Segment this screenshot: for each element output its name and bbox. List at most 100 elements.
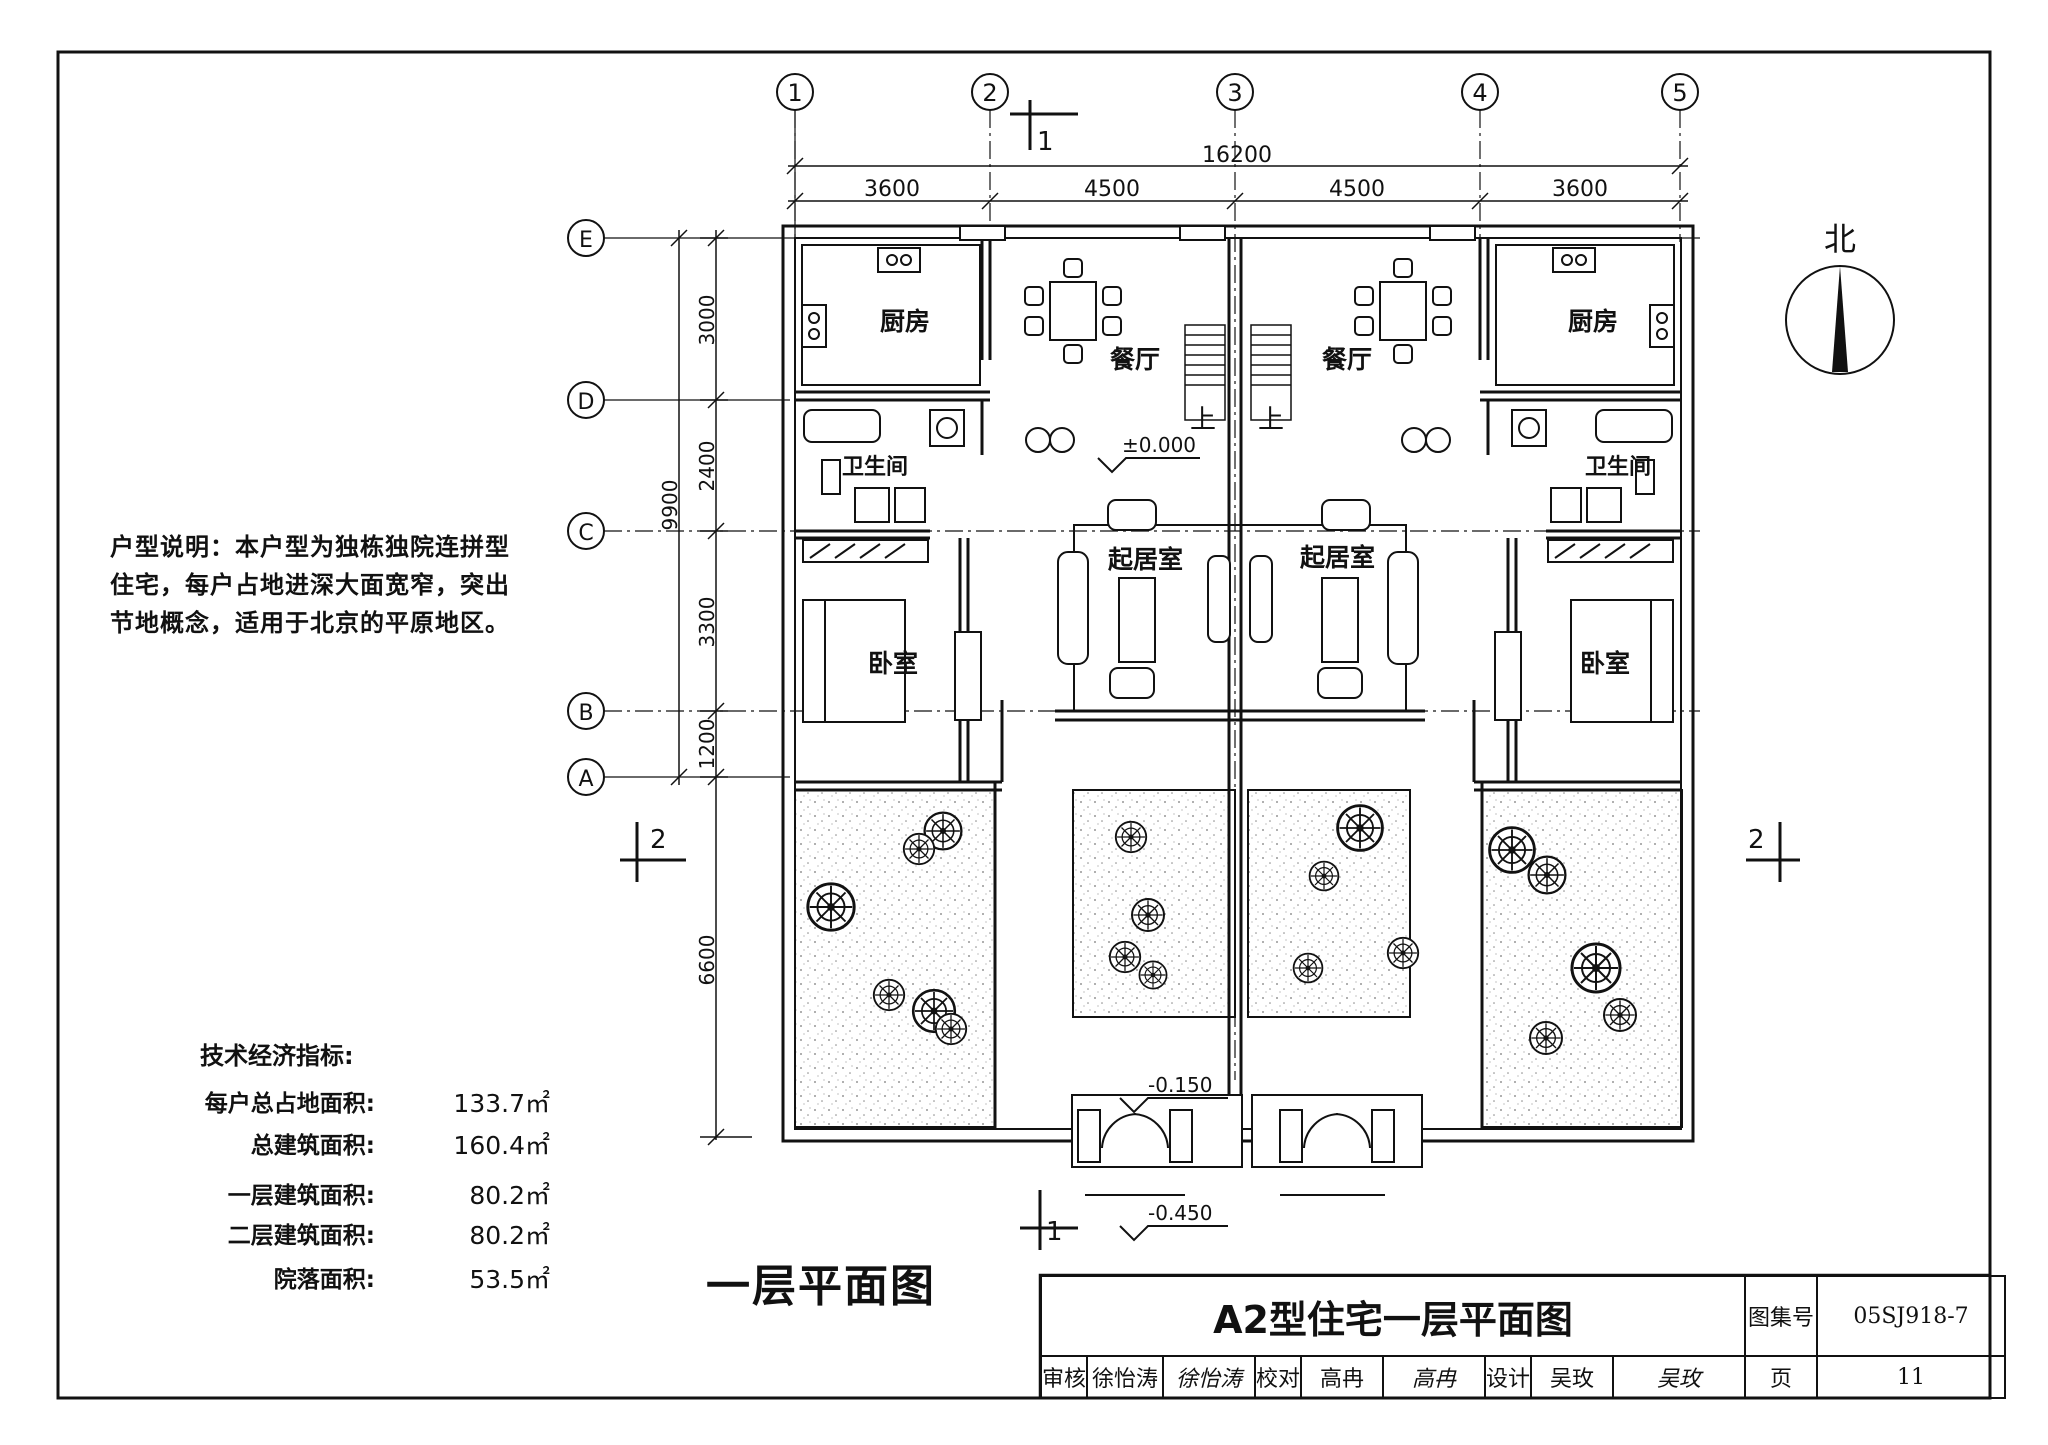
tech-row: 一层建筑面积: 80.2㎡ (140, 1176, 600, 1210)
tech-label: 每户总占地面积: (204, 1091, 375, 1117)
beds (802, 599, 1674, 723)
room-label-bedroom-right: 卧室 (1580, 649, 1630, 678)
page-label: 页 (1744, 1355, 1818, 1399)
review-signature: 徐怡涛 (1162, 1355, 1256, 1399)
dim-top-1: 3600 (864, 177, 920, 202)
tech-row: 院落面积: 53.5㎡ (140, 1260, 600, 1294)
tech-label: 二层建筑面积: (227, 1223, 375, 1249)
axis-bubble-d (567, 381, 605, 419)
check-label: 校对 (1254, 1355, 1302, 1399)
room-label-dining-left: 餐厅 (1110, 345, 1160, 374)
dim-left-2: 2400 (695, 441, 719, 492)
axis-label-e: E (579, 228, 593, 253)
walls (781, 224, 1695, 1143)
axis-bubble-1: 1 (776, 73, 814, 111)
north-arrow-icon (1785, 265, 1895, 375)
axis-label-3: 3 (1227, 79, 1242, 107)
atlas-label: 图集号 (1744, 1275, 1818, 1357)
plan-title: 一层平面图 (706, 1261, 936, 1312)
review-label: 审核 (1040, 1355, 1088, 1399)
north-label: 北 (1824, 220, 1856, 258)
section-marker-2 (620, 822, 1800, 882)
axis-bubble-5: 5 (1661, 73, 1699, 111)
axis-label-b: B (578, 701, 593, 726)
tech-row: 二层建筑面积: 80.2㎡ (140, 1216, 600, 1250)
section-marker-1-bottom (1020, 1190, 1078, 1250)
dim-top-4: 3600 (1552, 177, 1608, 202)
axis-label-5: 5 (1672, 79, 1687, 107)
top-dimensions (786, 157, 1689, 210)
kitchen-fixtures-left (801, 244, 981, 386)
section-label-2-right: 2 (1748, 825, 1765, 855)
room-label-dining-right: 餐厅 (1322, 345, 1372, 374)
review-name: 徐怡涛 (1086, 1355, 1164, 1399)
elevation-entry: -0.150 (1148, 1073, 1212, 1097)
axis-bubble-3: 3 (1216, 73, 1254, 111)
axis-label-2: 2 (982, 79, 997, 107)
dim-left-4: 1200 (695, 719, 719, 770)
dim-left-5: 6600 (695, 935, 719, 986)
dim-top-2: 4500 (1084, 177, 1140, 202)
tech-value: 53.5㎡ (469, 1265, 550, 1294)
axis-label-a: A (578, 767, 593, 792)
axis-bubble-e (567, 219, 605, 257)
room-label-bath-right: 卫生间 (1585, 455, 1651, 480)
tech-label: 院落面积: (273, 1267, 375, 1293)
design-label: 设计 (1484, 1355, 1532, 1399)
axis-bubble-b (567, 692, 605, 730)
section-label-2-left: 2 (650, 825, 667, 855)
check-name: 高冉 (1300, 1355, 1384, 1399)
room-label-kitchen-right: 厨房 (1568, 307, 1618, 336)
tech-row: 每户总占地面积: 133.7㎡ (140, 1084, 600, 1118)
tech-value: 133.7㎡ (453, 1089, 550, 1118)
left-dimensions (670, 229, 752, 1146)
page-number: 11 (1816, 1355, 2006, 1399)
dim-left-1: 3000 (695, 295, 719, 346)
tech-row: 总建筑面积: 160.4㎡ (140, 1126, 600, 1160)
axis-bubble-2: 2 (971, 73, 1009, 111)
drawing-title: A2型住宅一层平面图 (1040, 1275, 1746, 1357)
room-label-bedroom-left: 卧室 (868, 649, 918, 678)
tech-value: 160.4㎡ (453, 1131, 550, 1160)
elevation-marks (1097, 457, 1228, 1242)
elevation-floor: ±0.000 (1122, 433, 1196, 457)
kitchen-fixtures-right (1495, 244, 1675, 386)
axis-label-c: C (578, 521, 593, 546)
axis-bubble-4: 4 (1461, 73, 1499, 111)
tech-value: 80.2㎡ (469, 1181, 550, 1210)
dim-left-3: 3300 (695, 597, 719, 648)
wardrobes (802, 539, 1674, 563)
section-label-1-top: 1 (1037, 127, 1054, 157)
room-label-living-right: 起居室 (1300, 543, 1375, 572)
axis-label-1: 1 (787, 79, 802, 107)
elevation-outside: -0.450 (1148, 1201, 1212, 1225)
top-axis-group: 1 2 3 4 5 (776, 73, 1699, 1080)
room-label-kitchen-left: 厨房 (880, 307, 930, 336)
sheet-border (56, 50, 1992, 1400)
axis-label-d: D (578, 390, 595, 415)
design-name: 吴玫 (1530, 1355, 1614, 1399)
tech-value: 80.2㎡ (469, 1221, 550, 1250)
section-marker-1-top (1010, 100, 1078, 150)
living-furniture (1057, 499, 1419, 699)
stair-up-right: 上 (1258, 405, 1284, 435)
dim-top-3: 4500 (1329, 177, 1385, 202)
design-signature: 吴玫 (1612, 1355, 1746, 1399)
entry-gates (1071, 1094, 1423, 1196)
layout-description: 户型说明：本户型为独栋独院连拼型住宅，每户占地进深大面宽窄，突出节地概念，适用于… (110, 533, 510, 637)
dim-total-top: 16200 (1202, 143, 1272, 168)
dim-left-total: 9900 (658, 480, 682, 531)
check-signature: 高冉 (1382, 1355, 1486, 1399)
axis-bubble-c (567, 512, 605, 550)
bath-fixtures (803, 409, 1673, 523)
tech-label: 总建筑面积: (250, 1133, 375, 1159)
room-label-bath-left: 卫生间 (842, 455, 908, 480)
axis-bubble-a (567, 758, 605, 796)
atlas-number: 05SJ918-7 (1816, 1275, 2006, 1357)
dining-table-left (1024, 258, 1122, 364)
tech-index-title: 技术经济指标: (200, 1042, 354, 1070)
axis-label-4: 4 (1472, 79, 1487, 107)
section-label-1-bottom: 1 (1046, 1217, 1063, 1247)
room-label-living-left: 起居室 (1108, 545, 1183, 574)
